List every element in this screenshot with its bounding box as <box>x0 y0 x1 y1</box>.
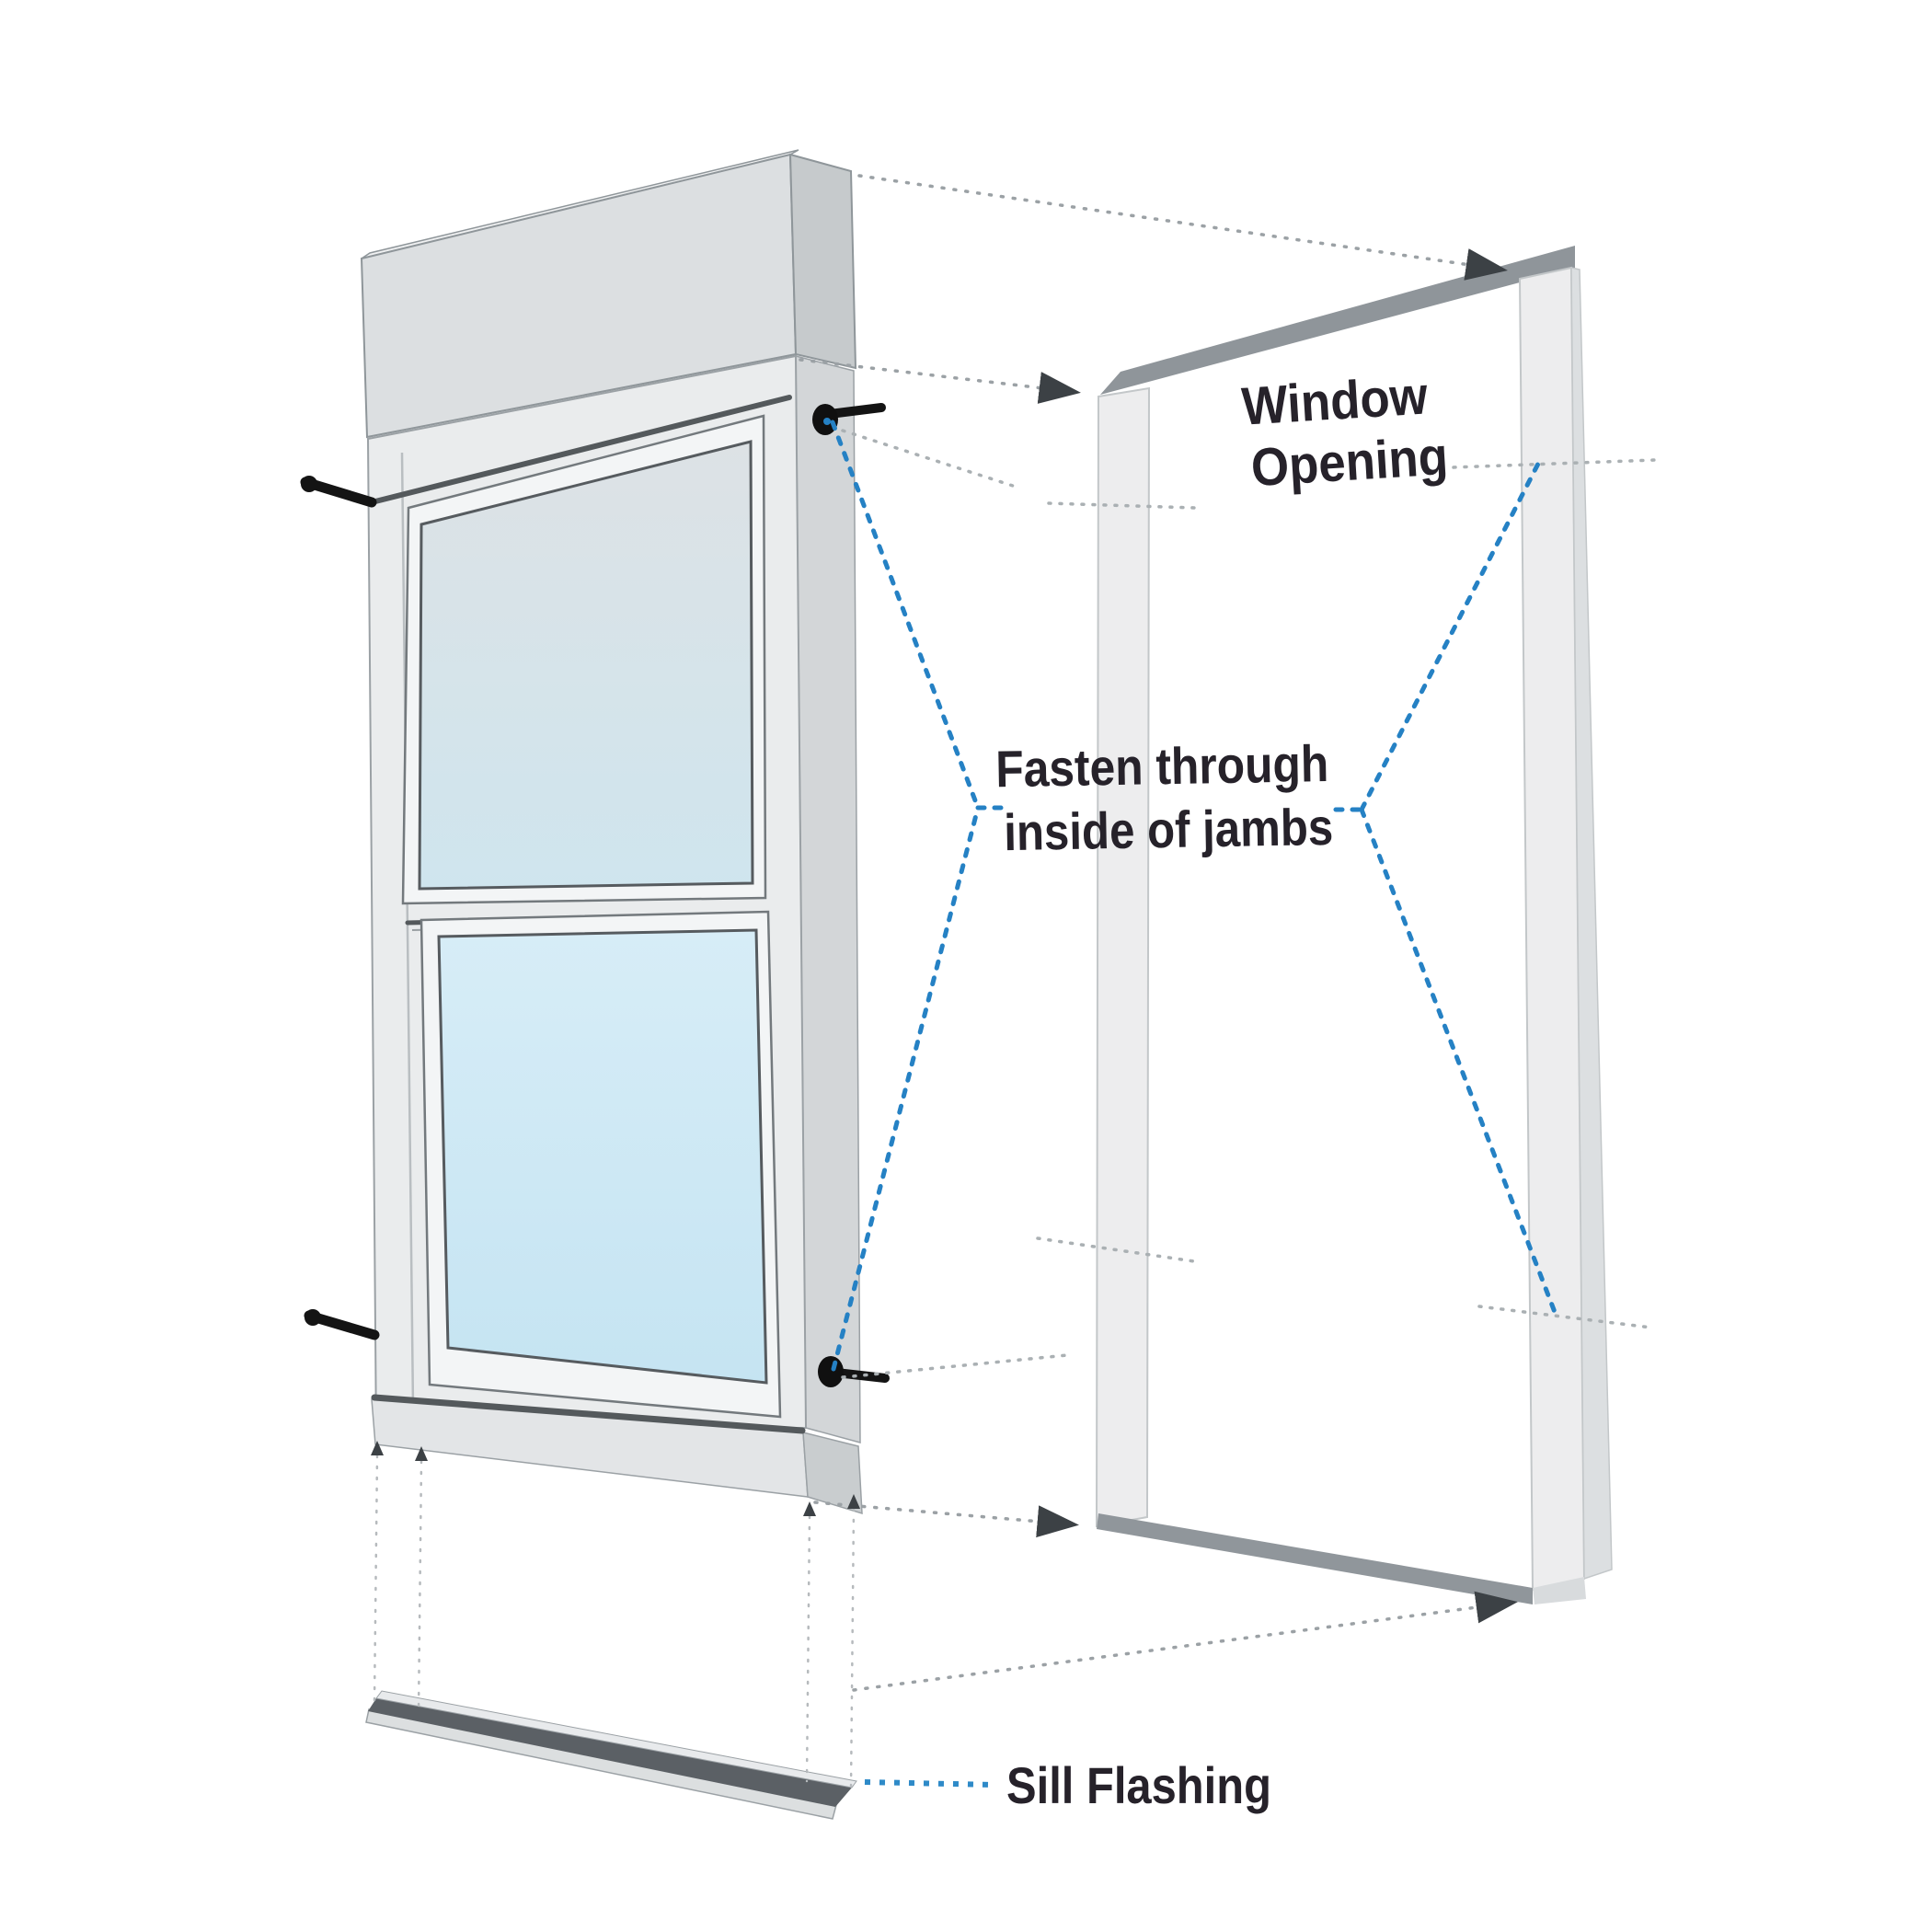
sill-side-face <box>802 1432 863 1515</box>
leader-sill-flashing <box>864 1779 996 1788</box>
level-line-bottom-right-jamb <box>1477 1305 1653 1329</box>
frame-liner-line <box>400 452 415 1409</box>
drop-arrow-front-left <box>371 1441 384 1455</box>
sill-flashing-top <box>368 1698 852 1807</box>
leader-right-upper <box>1359 461 1541 812</box>
opening-left-jamb <box>1095 386 1151 1528</box>
drop-arrow-front-right <box>803 1501 816 1516</box>
level-line-top-from-fastener <box>841 429 1017 489</box>
leader-bottom-right-fastener <box>831 805 981 1372</box>
projection-line-sill-back <box>852 1591 1518 1692</box>
opening-sill-band <box>1097 1513 1533 1604</box>
sill-flashing <box>365 1690 857 1820</box>
projection-line-sill-front <box>813 1501 1079 1538</box>
sill-shadow-line <box>371 1394 806 1434</box>
fasteners <box>300 403 890 1387</box>
level-line-top-left-jamb <box>1047 501 1196 510</box>
level-line-bottom-from-fastener <box>841 1353 1069 1379</box>
drop-line-front-left <box>373 1454 379 1704</box>
window-side-face <box>795 355 861 1443</box>
fastener-level-lines <box>841 429 1656 1379</box>
label-window-opening: Window Opening <box>1240 364 1450 498</box>
header-side-face <box>788 153 857 370</box>
level-line-bottom-left-jamb <box>1036 1236 1196 1263</box>
opening-sill-corner-cap <box>1533 1577 1586 1604</box>
projection-line-head-front <box>799 358 1081 404</box>
fastener-top-left-icon <box>300 476 377 508</box>
fastener-top-right-icon <box>812 403 886 435</box>
upper-sash-glass <box>418 440 754 891</box>
leader-lines <box>830 420 1560 1372</box>
opening-head-band <box>1100 246 1575 395</box>
projection-lines <box>799 174 1518 1692</box>
header-shadow-line <box>373 395 792 504</box>
drop-arrow-back-right <box>847 1494 860 1509</box>
drop-line-back-left <box>417 1459 423 1715</box>
window-unit <box>360 149 863 1515</box>
label-sill-flashing: Sill Flashing <box>1006 1756 1271 1814</box>
leader-top-right-fastener <box>830 420 981 811</box>
label-fasten-through: Fasten through inside of jambs <box>995 734 1345 862</box>
drop-line-front-right <box>805 1514 811 1783</box>
level-line-top-right-jamb <box>1452 458 1656 469</box>
drop-arrow-back-left <box>415 1446 428 1461</box>
opening-frame <box>1095 246 1613 1604</box>
flashing-drop-lines <box>373 1454 856 1790</box>
fastener-bottom-left-icon <box>304 1309 380 1340</box>
drop-line-back-right <box>849 1507 856 1790</box>
opening-right-jamb-side <box>1570 267 1613 1581</box>
sill-flashing-back-lip <box>375 1690 857 1788</box>
flashing-drop-arrows <box>371 1441 860 1516</box>
fastener-bottom-right-icon <box>818 1356 890 1387</box>
leader-right-lower <box>1359 807 1560 1322</box>
lower-sash-glass <box>437 928 768 1385</box>
projection-line-head-back <box>857 174 1508 281</box>
